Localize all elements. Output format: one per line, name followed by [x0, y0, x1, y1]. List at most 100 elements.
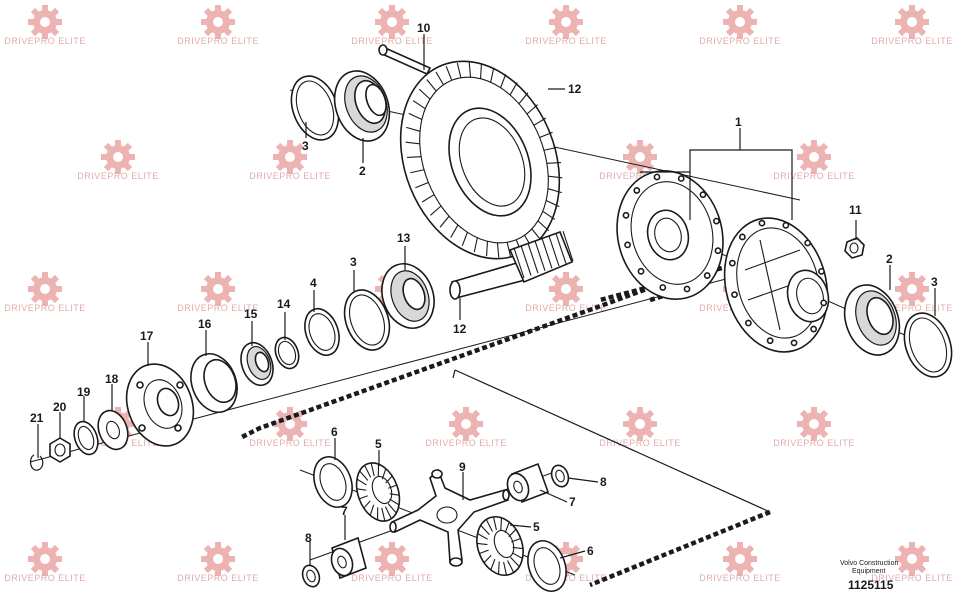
callout-1: 1 — [735, 115, 742, 129]
diagram-caption: Volvo Construction Equipment 1125115 — [840, 560, 898, 592]
leader-lines — [37, 34, 936, 566]
watermark-text: DRIVEPRO ELITE — [773, 171, 855, 181]
pinion-gear-7-lower — [330, 536, 367, 580]
watermark: DRIVEPRO ELITE — [773, 140, 855, 181]
watermark-text: DRIVEPRO ELITE — [525, 36, 607, 46]
watermark-text: DRIVEPRO ELITE — [351, 573, 433, 583]
side-gear-5-lower — [476, 516, 524, 576]
callout-17: 17 — [140, 329, 154, 343]
thrust-washer-6-left — [313, 456, 353, 508]
o-ring-3-pinion — [343, 289, 391, 351]
watermark: DRIVEPRO ELITE — [351, 542, 433, 583]
watermark-text: DRIVEPRO ELITE — [871, 303, 953, 313]
callout-7-upper: 7 — [569, 495, 576, 509]
watermark-text: DRIVEPRO ELITE — [871, 573, 953, 583]
watermark: DRIVEPRO ELITE — [425, 407, 507, 448]
callout-5-upper: 5 — [375, 437, 382, 451]
watermark: DRIVEPRO ELITE — [4, 5, 86, 46]
diff-housing-1-left — [616, 169, 724, 301]
callout-9: 9 — [459, 460, 466, 474]
watermark: DRIVEPRO ELITE — [773, 407, 855, 448]
o-ring-3-right — [903, 312, 953, 378]
watermark: DRIVEPRO ELITE — [699, 542, 781, 583]
seal-ring-19 — [73, 420, 99, 456]
thrust-washer-6-right — [527, 540, 567, 592]
nut-11 — [844, 237, 865, 259]
watermark: DRIVEPRO ELITE — [871, 272, 953, 313]
watermark-text: DRIVEPRO ELITE — [351, 36, 433, 46]
watermark-text: DRIVEPRO ELITE — [249, 438, 331, 448]
callout-16: 16 — [198, 317, 212, 331]
washer-8-lower — [301, 564, 321, 588]
watermark-text: DRIVEPRO ELITE — [4, 303, 86, 313]
callout-8-lower: 8 — [305, 531, 312, 545]
pinion-teeth — [513, 231, 574, 279]
callout-6-left: 6 — [331, 425, 338, 439]
nut-20 — [49, 437, 71, 463]
watermark-text: DRIVEPRO ELITE — [699, 36, 781, 46]
callout-12-crown: 12 — [568, 82, 582, 96]
pin-10 — [378, 44, 432, 76]
watermark-text: DRIVEPRO ELITE — [525, 303, 607, 313]
callout-3-top: 3 — [302, 139, 309, 153]
callout-2-right: 2 — [886, 252, 893, 266]
watermark: DRIVEPRO ELITE — [4, 542, 86, 583]
callout-13: 13 — [397, 231, 411, 245]
crown-wheel-teeth — [405, 62, 563, 258]
callout-4: 4 — [310, 276, 317, 290]
watermark-text: DRIVEPRO ELITE — [871, 36, 953, 46]
callout-10: 10 — [417, 21, 431, 35]
watermark: DRIVEPRO ELITE — [177, 542, 259, 583]
taper-bearing-2-top — [333, 70, 391, 142]
callout-14: 14 — [277, 297, 291, 311]
callout-8-upper: 8 — [600, 475, 607, 489]
watermark-text: DRIVEPRO ELITE — [177, 573, 259, 583]
watermark: DRIVEPRO ELITE — [351, 5, 433, 46]
companion-flange-17 — [125, 363, 195, 447]
spider-cross-9 — [389, 468, 510, 567]
watermark: DRIVEPRO ELITE — [4, 272, 86, 313]
watermark: DRIVEPRO ELITE — [249, 140, 330, 181]
pinion-gear-7-upper — [506, 462, 550, 504]
seal-16 — [190, 353, 238, 413]
watermark: DRIVEPRO ELITE — [249, 407, 331, 448]
callout-6-right: 6 — [587, 544, 594, 558]
ring-14 — [274, 336, 300, 370]
watermark-text: DRIVEPRO ELITE — [773, 438, 855, 448]
callout-numbers: 10 12 1 3 2 11 13 3 4 14 15 16 17 12 2 3… — [30, 21, 938, 558]
callout-20: 20 — [53, 400, 67, 414]
callout-21: 21 — [30, 411, 44, 425]
watermark-text: DRIVEPRO ELITE — [177, 36, 259, 46]
pinion-shaft-12 — [449, 230, 574, 300]
callout-3-right: 3 — [931, 275, 938, 289]
callout-15: 15 — [244, 307, 258, 321]
side-gear-5-upper — [355, 462, 401, 522]
watermark: DRIVEPRO ELITE — [525, 5, 607, 46]
watermark-text: DRIVEPRO ELITE — [4, 36, 86, 46]
watermark-text: DRIVEPRO ELITE — [599, 171, 681, 181]
callout-18: 18 — [105, 372, 119, 386]
callout-11: 11 — [849, 203, 862, 217]
watermark-text: DRIVEPRO ELITE — [699, 573, 781, 583]
watermark-text: DRIVEPRO ELITE — [425, 438, 507, 448]
drawing-number: 1125115 — [848, 578, 894, 592]
callout-3-pinion: 3 — [350, 255, 357, 269]
callout-7-lower: 7 — [341, 504, 348, 518]
watermark-text: DRIVEPRO ELITE — [599, 438, 681, 448]
shim-4 — [304, 307, 340, 357]
callout-12-pinion: 12 — [453, 322, 467, 336]
circlip-21 — [29, 454, 44, 471]
watermark: DRIVEPRO ELITE — [177, 272, 259, 313]
watermark-text: DRIVEPRO ELITE — [4, 573, 86, 583]
watermark: DRIVEPRO ELITE — [599, 407, 681, 448]
watermark: DRIVEPRO ELITE — [77, 140, 158, 181]
caption-line-2: Equipment — [852, 568, 886, 575]
watermark: DRIVEPRO ELITE — [525, 272, 607, 313]
washer-8-upper — [550, 464, 570, 488]
diff-housing-1-right — [723, 217, 830, 353]
watermark-text: DRIVEPRO ELITE — [177, 303, 259, 313]
crown-wheel-12 — [399, 60, 563, 260]
caption-line-1: Volvo Construction — [840, 560, 898, 567]
